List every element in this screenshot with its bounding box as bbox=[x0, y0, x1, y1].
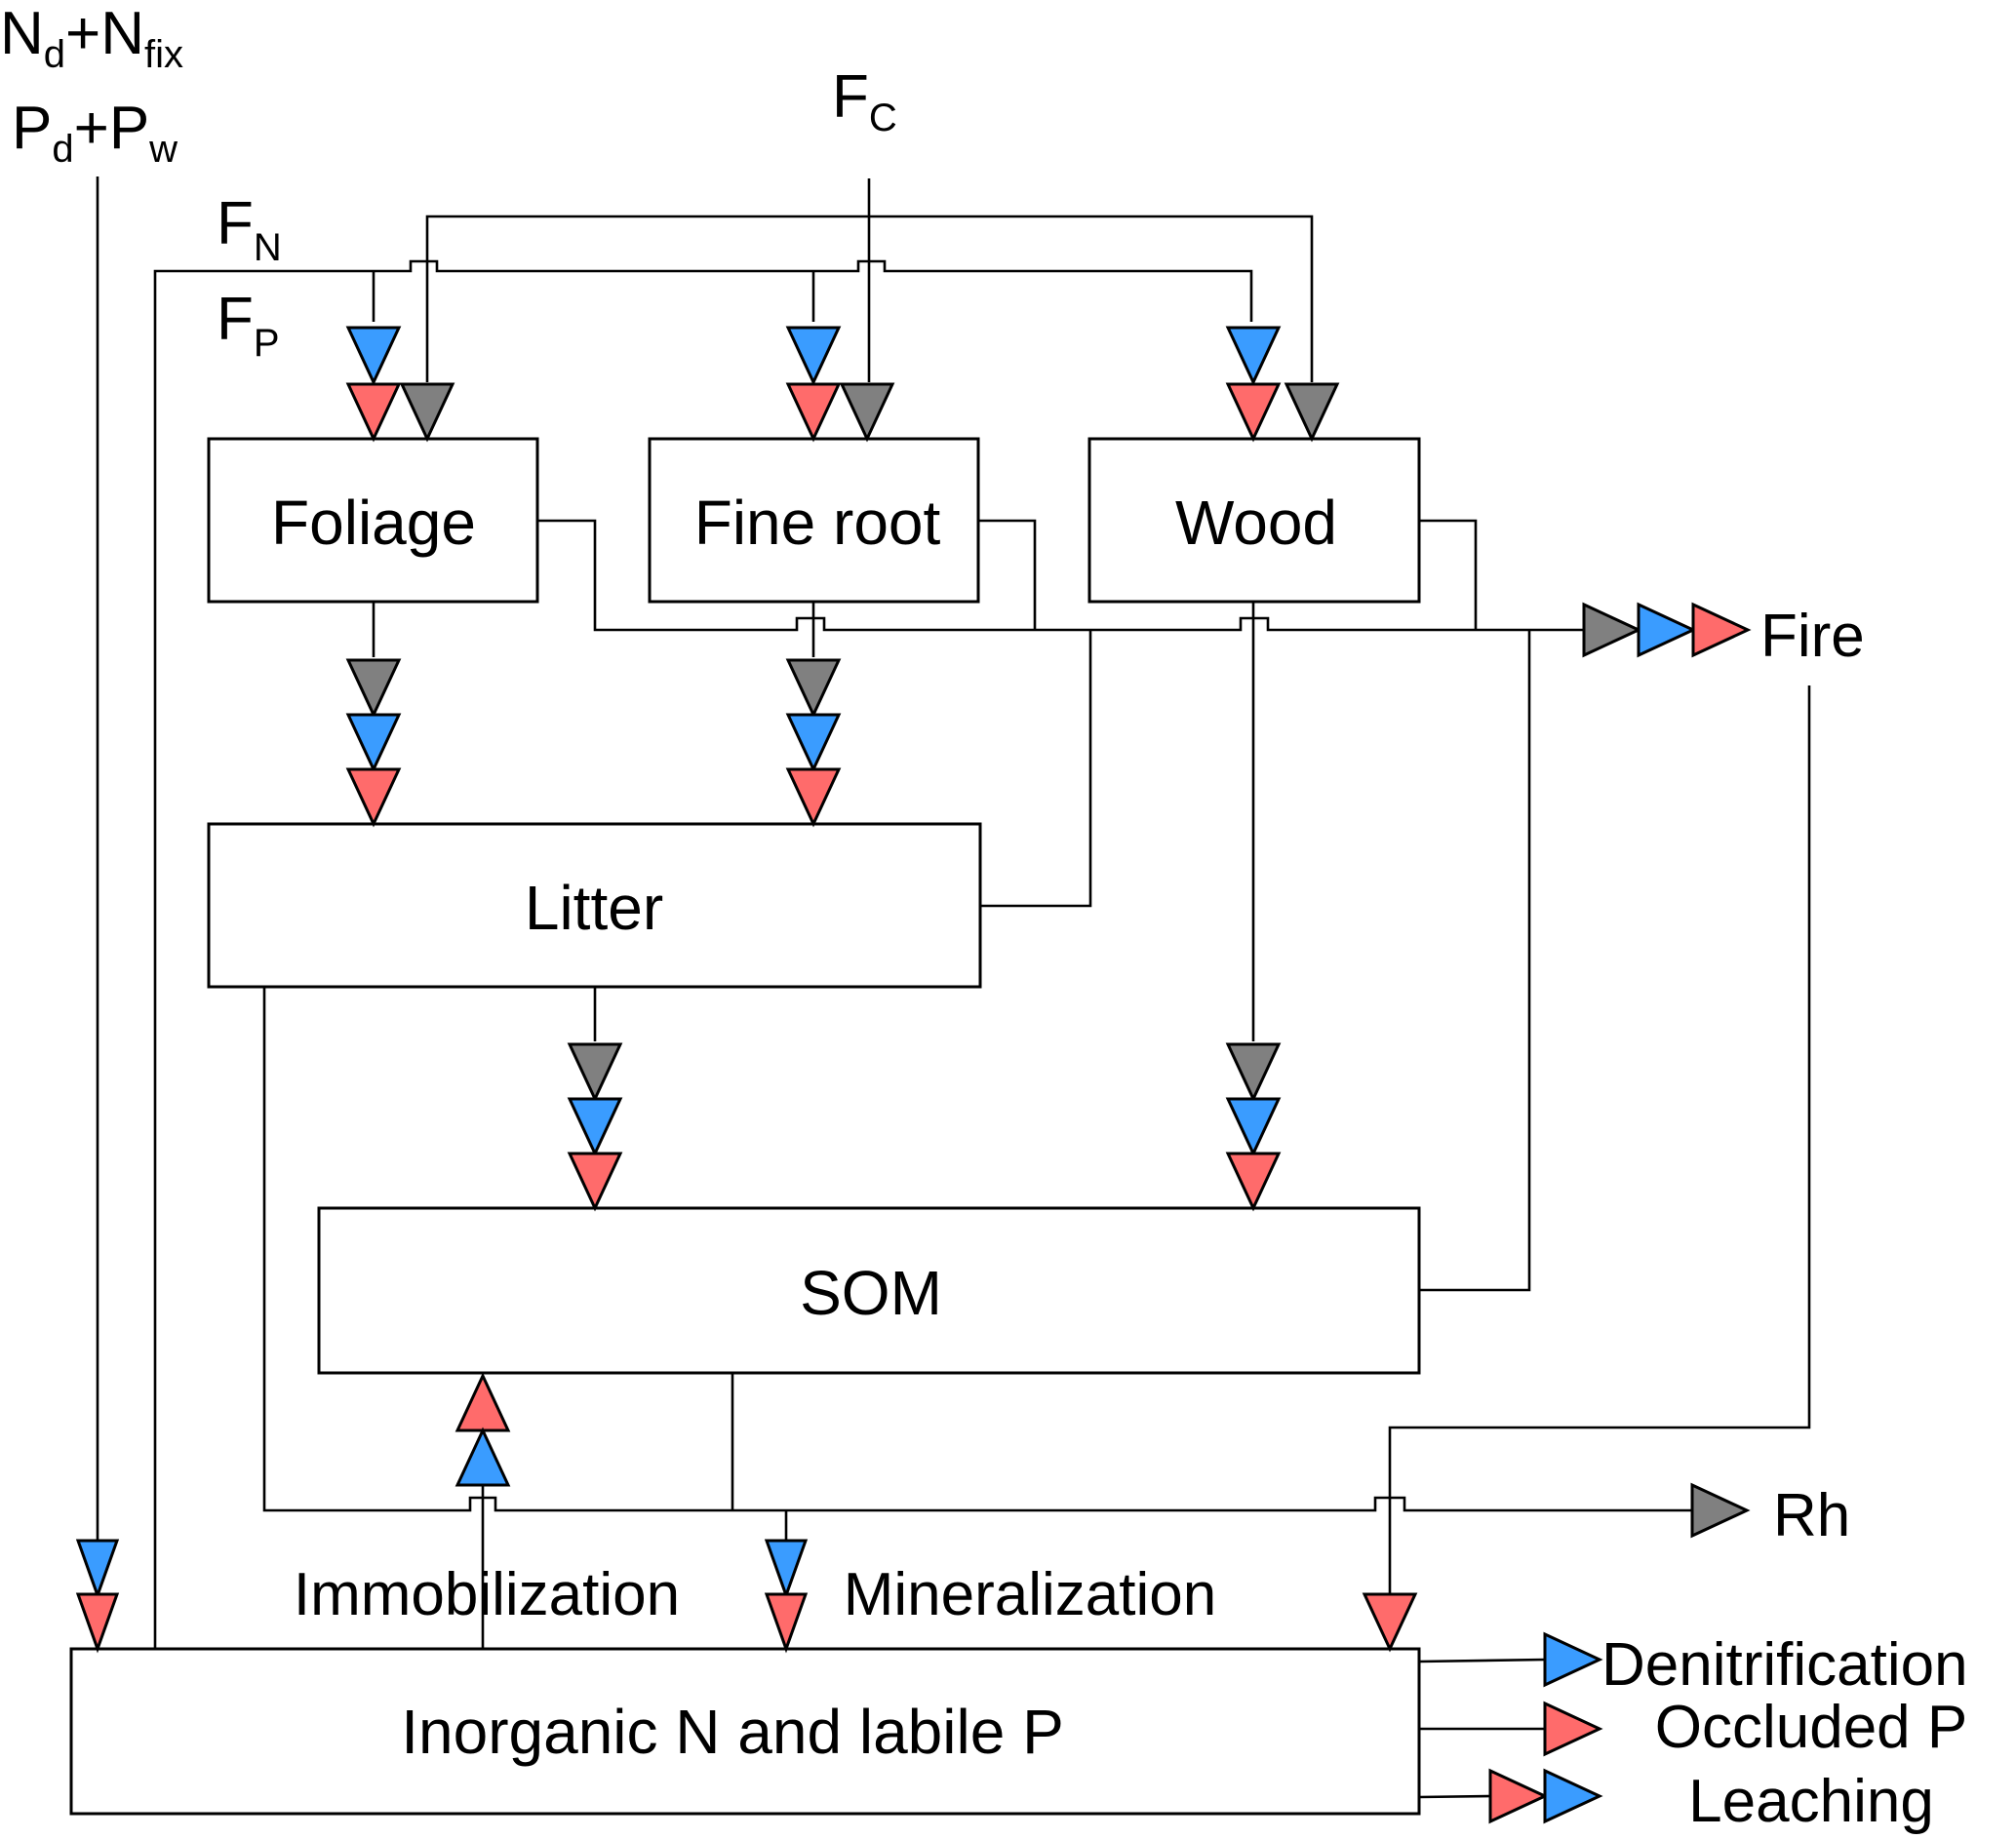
pool-foliage[interactable]: Foliage bbox=[207, 437, 539, 604]
leaching-line bbox=[1418, 1794, 1493, 1799]
svg-text:FN: FN bbox=[217, 190, 282, 269]
pool-inorganic[interactable]: Inorganic N and labile P bbox=[69, 1647, 1421, 1816]
pool-fine-root[interactable]: Fine root bbox=[648, 437, 980, 604]
wood-som-phosphorus-arrow-icon bbox=[1225, 1152, 1282, 1212]
input-foliage-carbon-arrow-icon bbox=[399, 382, 455, 443]
output-label-fire: Fire bbox=[1760, 603, 1865, 670]
pool-wood[interactable]: Wood bbox=[1087, 437, 1421, 604]
process-label-immobilization: Immobilization bbox=[294, 1561, 680, 1628]
rh-carbon-arrow-icon bbox=[1690, 1482, 1751, 1539]
pool-som[interactable]: SOM bbox=[317, 1206, 1421, 1375]
input-label-pd-pw: Pd+Pw bbox=[12, 95, 178, 171]
svg-text:FP: FP bbox=[217, 286, 280, 365]
input-fineroot-carbon-arrow-icon bbox=[839, 382, 895, 443]
litter-som-carbon-arrow-icon bbox=[567, 1042, 623, 1103]
output-label-denitrification: Denitrification bbox=[1601, 1631, 1968, 1699]
litter-to-fire bbox=[980, 630, 1092, 908]
input-label-fc: FC bbox=[832, 63, 897, 139]
occluded-p-phosphorus-arrow-icon bbox=[1543, 1701, 1603, 1757]
foliage-litter-phosphorus-arrow-icon bbox=[345, 767, 402, 828]
fc-bus-line bbox=[425, 215, 1314, 382]
litter-som-phosphorus-arrow-icon bbox=[567, 1152, 623, 1212]
mineralization-phosphorus-arrow-icon bbox=[764, 1592, 809, 1654]
pool-fine-root-label: Fine root bbox=[694, 488, 941, 558]
input-wood-carbon-arrow-icon bbox=[1284, 382, 1340, 443]
fire-return-line bbox=[1388, 685, 1811, 1594]
som-to-fire bbox=[1419, 630, 1531, 1292]
output-label-rh: Rh bbox=[1773, 1482, 1850, 1549]
fire-return-phosphorus-arrow-icon bbox=[1362, 1592, 1418, 1653]
fn-fp-bus-line bbox=[153, 259, 1253, 1649]
deposition-phosphorus-arrow-icon bbox=[75, 1592, 120, 1654]
immobilization-nitrogen-arrow-icon bbox=[455, 1427, 511, 1487]
leaching-phosphorus-arrow-icon bbox=[1488, 1768, 1549, 1824]
rh-bus-line bbox=[262, 987, 1692, 1512]
input-label-nd-nfix: Nd+Nfix bbox=[0, 0, 183, 76]
pool-inorganic-label: Inorganic N and labile P bbox=[401, 1697, 1064, 1767]
fire-nitrogen-arrow-icon bbox=[1637, 602, 1697, 658]
fire-phosphorus-arrow-icon bbox=[1691, 602, 1752, 658]
input-foliage-nitrogen-arrow-icon bbox=[345, 326, 402, 386]
wood-som-nitrogen-arrow-icon bbox=[1225, 1097, 1282, 1157]
mineralization-nitrogen-arrow-icon bbox=[764, 1539, 809, 1600]
fineroot-litter-phosphorus-arrow-icon bbox=[785, 767, 842, 828]
immobilization-phosphorus-arrow-icon bbox=[455, 1372, 511, 1432]
input-label-fn: FN bbox=[217, 190, 282, 269]
output-label-leaching: Leaching bbox=[1688, 1768, 1934, 1835]
output-label-occluded-p: Occluded P bbox=[1655, 1694, 1968, 1761]
input-wood-phosphorus-arrow-icon bbox=[1225, 382, 1282, 443]
litter-som-nitrogen-arrow-icon bbox=[567, 1097, 623, 1157]
svg-text:Pd+Pw: Pd+Pw bbox=[12, 95, 178, 171]
input-foliage-phosphorus-arrow-icon bbox=[345, 382, 402, 443]
leaching-nitrogen-arrow-icon bbox=[1543, 1768, 1603, 1824]
pool-litter[interactable]: Litter bbox=[207, 822, 982, 989]
foliage-litter-nitrogen-arrow-icon bbox=[345, 713, 402, 773]
pool-litter-label: Litter bbox=[525, 873, 663, 943]
svg-text:Nd+Nfix: Nd+Nfix bbox=[0, 0, 183, 76]
flow-lines bbox=[96, 176, 1811, 1799]
fineroot-litter-nitrogen-arrow-icon bbox=[785, 713, 842, 773]
denitrification-line bbox=[1418, 1658, 1546, 1663]
wood-som-carbon-arrow-icon bbox=[1225, 1042, 1282, 1103]
input-fineroot-nitrogen-arrow-icon bbox=[785, 326, 842, 386]
pool-wood-label: Wood bbox=[1175, 488, 1337, 558]
fire-bus-line bbox=[537, 519, 1584, 632]
process-label-mineralization: Mineralization bbox=[844, 1561, 1217, 1628]
input-label-fp: FP bbox=[217, 286, 280, 365]
pool-foliage-label: Foliage bbox=[271, 488, 476, 558]
fineroot-to-fire bbox=[978, 519, 1037, 630]
input-fineroot-phosphorus-arrow-icon bbox=[785, 382, 842, 443]
svg-text:FC: FC bbox=[832, 63, 897, 139]
foliage-litter-carbon-arrow-icon bbox=[345, 658, 402, 719]
wood-to-fire bbox=[1419, 519, 1478, 630]
deposition-nitrogen-arrow-icon bbox=[75, 1539, 120, 1600]
fineroot-litter-carbon-arrow-icon bbox=[785, 658, 842, 719]
input-wood-nitrogen-arrow-icon bbox=[1225, 326, 1282, 386]
pool-som-label: SOM bbox=[800, 1258, 942, 1328]
fire-carbon-arrow-icon bbox=[1582, 602, 1642, 658]
denitrification-nitrogen-arrow-icon bbox=[1543, 1631, 1603, 1688]
flux-arrows bbox=[75, 326, 1752, 1824]
